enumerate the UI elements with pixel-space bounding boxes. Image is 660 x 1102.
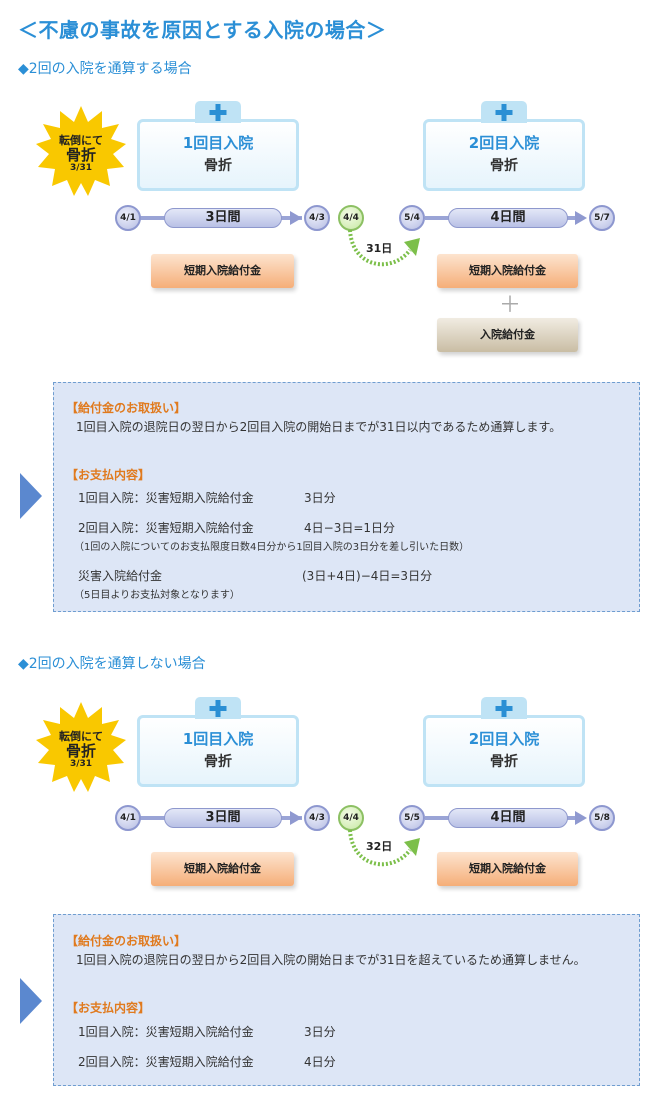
payment-row2-value: 4日−3日=1日分 <box>304 521 396 535</box>
second-stay-card: 2回目入院 骨折 <box>423 101 585 191</box>
payment-row1-label: 1回目入院：災害短期入院給付金 <box>78 1025 254 1039</box>
first-stay-end: 4/3 <box>304 805 330 831</box>
payment-row1-value: 3日分 <box>304 491 336 505</box>
first-stay-label: 1回目入院 <box>182 134 254 152</box>
medical-cross-icon <box>209 104 227 121</box>
payment-row1-label: 1回目入院：災害短期入院給付金 <box>78 491 254 505</box>
second-stay-start: 5/4 <box>399 205 425 231</box>
medical-cross-icon <box>495 700 513 717</box>
second-stay-end: 5/7 <box>589 205 615 231</box>
gap-days: 31日 <box>366 242 393 255</box>
first-stay-duration: 3日間 <box>164 808 282 828</box>
second-stay-cause: 骨折 <box>490 754 518 770</box>
first-stay-label: 1回目入院 <box>182 730 254 748</box>
starburst-icon <box>36 106 126 196</box>
burst-line2: 骨折 <box>65 146 96 165</box>
payment-row3-note: （5日目よりお支払対象となります） <box>74 590 240 601</box>
short-stay-benefit-1: 短期入院給付金 <box>151 254 294 288</box>
burst-line2: 骨折 <box>65 742 96 761</box>
first-stay-start: 4/1 <box>115 805 141 831</box>
gap-arrow-icon <box>348 229 420 267</box>
accident-burst: 転倒にて 骨折 3/31 <box>36 702 126 796</box>
payment-row2-label: 2回目入院：災害短期入院給付金 <box>78 521 254 535</box>
second-stay-label: 2回目入院 <box>468 730 540 748</box>
medical-cross-icon <box>495 104 513 121</box>
info-panel-2: 【給付金のお取扱い】 1回目入院の退院日の翌日から2回目入院の開始日までが31日… <box>53 914 640 1086</box>
arrow-right-icon <box>290 211 302 225</box>
medical-cross-icon <box>209 700 227 717</box>
payment-row1-value: 3日分 <box>304 1025 336 1039</box>
short-stay-benefit-2: 短期入院給付金 <box>437 852 578 886</box>
payment-row3-label: 災害入院給付金 <box>78 569 163 583</box>
arrow-right-icon <box>575 211 587 225</box>
payment-row2-note: （1回の入院についてのお支払限度日数4日分から1回目入院の3日分を差し引いた日数… <box>74 542 470 553</box>
burst-line1: 転倒にて <box>59 730 103 743</box>
second-stay-duration: 4日間 <box>448 208 568 228</box>
panel-handling-text: 1回目入院の退院日の翌日から2回目入院の開始日までが31日を超えているため通算し… <box>76 953 586 967</box>
gap-arrow-icon <box>348 829 420 867</box>
info-panel-1: 【給付金のお取扱い】 1回目入院の退院日の翌日から2回目入院の開始日までが31日… <box>53 382 640 612</box>
plus-icon: ＋ <box>499 293 522 318</box>
first-stay-start: 4/1 <box>115 205 141 231</box>
burst-line3: 3/31 <box>69 758 93 769</box>
page-title: ＜不慮の事故を原因とする入院の場合＞ <box>18 18 387 42</box>
panel-heading-payment: 【お支払内容】 <box>66 1001 151 1015</box>
second-stay-card: 2回目入院 骨折 <box>423 697 585 787</box>
gap-start-day: 4/4 <box>338 205 364 231</box>
second-stay-duration: 4日間 <box>448 808 568 828</box>
second-stay-end: 5/8 <box>589 805 615 831</box>
burst-line1: 転倒にて <box>59 134 103 147</box>
second-stay-start: 5/5 <box>399 805 425 831</box>
short-stay-benefit-2: 短期入院給付金 <box>437 254 578 288</box>
payment-row2-value: 4日分 <box>304 1055 336 1069</box>
arrow-right-icon <box>575 811 587 825</box>
first-stay-cause: 骨折 <box>204 754 232 770</box>
payment-row3-value: (3日+4日)−4日=3日分 <box>302 569 433 583</box>
arrow-right-icon <box>290 811 302 825</box>
first-stay-end: 4/3 <box>304 205 330 231</box>
second-stay-label: 2回目入院 <box>468 134 540 152</box>
section2-title: ◆2回の入院を通算しない場合 <box>18 656 206 672</box>
gap-start-day: 4/4 <box>338 805 364 831</box>
panel-handling-text: 1回目入院の退院日の翌日から2回目入院の開始日までが31日以内であるため通算しま… <box>76 420 562 434</box>
panel-heading-handling: 【給付金のお取扱い】 <box>66 401 187 415</box>
panel-heading-payment: 【お支払内容】 <box>66 468 151 482</box>
burst-line3: 3/31 <box>69 162 93 173</box>
first-stay-card: 1回目入院 骨折 <box>137 101 299 191</box>
short-stay-benefit-1: 短期入院給付金 <box>151 852 294 886</box>
first-stay-duration: 3日間 <box>164 208 282 228</box>
first-stay-card: 1回目入院 骨折 <box>137 697 299 787</box>
accident-burst: 転倒にて 骨折 3/31 <box>36 106 126 200</box>
payment-row2-label: 2回目入院：災害短期入院給付金 <box>78 1055 254 1069</box>
second-stay-cause: 骨折 <box>490 158 518 174</box>
hospital-benefit: 入院給付金 <box>437 318 578 352</box>
gap-days: 32日 <box>366 840 393 853</box>
section1-title: ◆2回の入院を通算する場合 <box>18 61 192 77</box>
panel-heading-handling: 【給付金のお取扱い】 <box>66 934 187 948</box>
pointer-arrow-icon <box>20 473 42 519</box>
starburst-icon <box>36 702 126 792</box>
first-stay-cause: 骨折 <box>204 158 232 174</box>
pointer-arrow-icon <box>20 978 42 1024</box>
